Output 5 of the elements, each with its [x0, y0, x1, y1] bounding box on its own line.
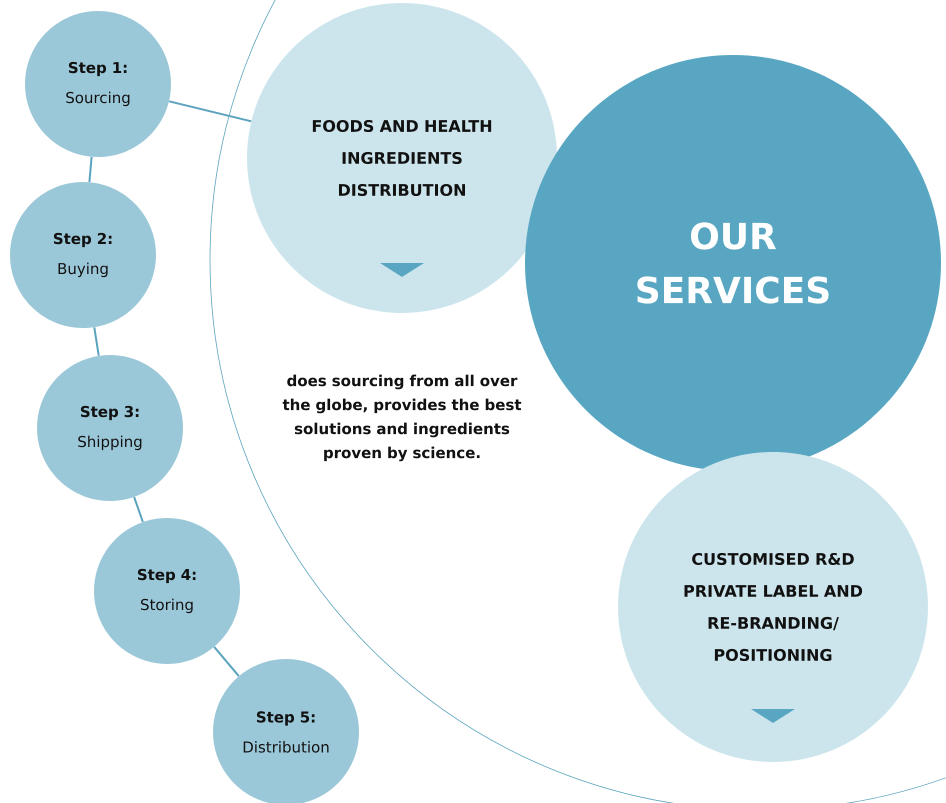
connector-line	[168, 100, 252, 122]
connector-line	[133, 496, 144, 522]
connector-line	[93, 327, 100, 356]
connector-line	[213, 646, 240, 677]
connector-line	[88, 156, 93, 182]
